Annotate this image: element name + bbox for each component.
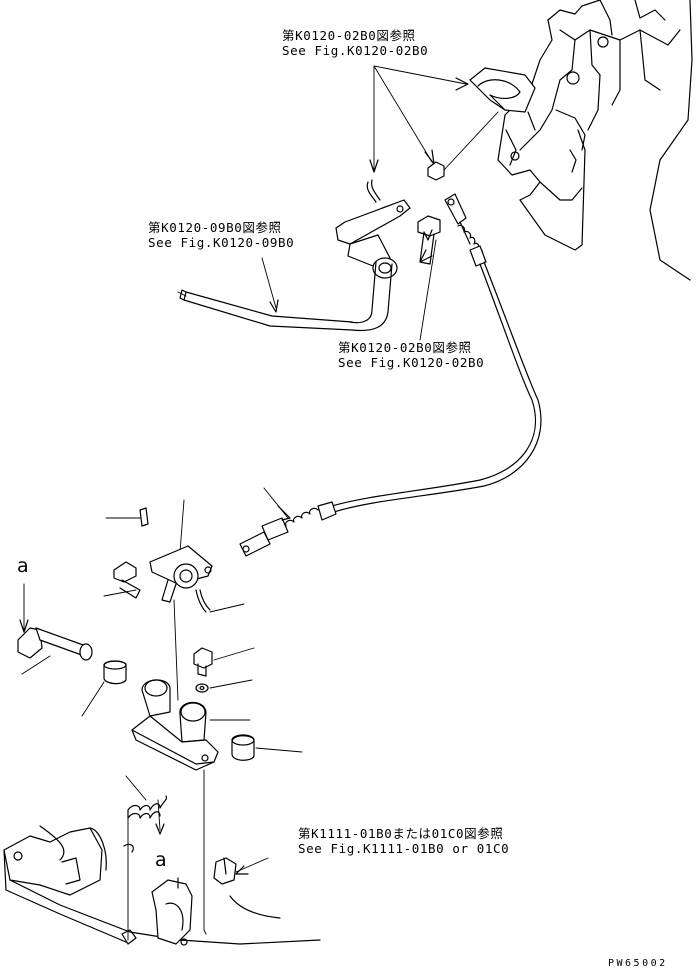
ref-en-text: See Fig.K0120-02B0 xyxy=(282,43,429,58)
ref-k0120-02b0-top: 第K0120-02B0図参照 See Fig.K0120-02B0 xyxy=(282,28,428,58)
figure-code: PW65002 xyxy=(608,958,668,969)
pedal-bracket xyxy=(469,67,536,113)
clip-bracket xyxy=(213,857,281,919)
bushing-left xyxy=(81,660,127,717)
bushing-right xyxy=(231,734,303,761)
ref-en-text: See Fig.K0120-09B0 xyxy=(148,235,295,250)
ref-ja-text: 第K1111-01B0または01C0図参照 xyxy=(298,826,504,841)
nut-top xyxy=(427,111,499,181)
pivot-bracket xyxy=(131,679,251,931)
floor-frame xyxy=(3,825,321,945)
console-frame xyxy=(497,0,693,281)
top-ref-leaders xyxy=(369,65,469,173)
bolt-washer xyxy=(193,647,255,693)
spring-hook xyxy=(121,929,137,945)
return-spring xyxy=(125,775,168,941)
callout-a-lower: a xyxy=(155,849,167,871)
pedal-arm xyxy=(335,199,411,332)
ref-ja-text: 第K0120-02B0図参照 xyxy=(338,340,472,355)
lever-group xyxy=(105,499,213,701)
pedal-rod xyxy=(177,289,353,331)
ref-en-text: See Fig.K0120-02B0 xyxy=(338,355,485,370)
lower-bracket xyxy=(151,877,193,946)
callout-a-upper-arrow xyxy=(19,583,29,633)
cable-lower-end xyxy=(239,487,337,557)
ref-k0120-02b0-mid: 第K0120-02B0図参照 See Fig.K0120-02B0 xyxy=(338,340,484,370)
cable-upper-end xyxy=(444,193,487,267)
callout-a-upper: a xyxy=(17,555,29,577)
ref-09b0-leader xyxy=(261,257,279,313)
shaft-bracket xyxy=(17,627,93,675)
cotter-pin xyxy=(366,179,381,203)
rod-end xyxy=(203,929,207,935)
ref-02b0-mid-leader xyxy=(419,249,433,263)
ref-ja-text: 第K0120-09B0図参照 xyxy=(148,220,282,235)
bolt-mid xyxy=(417,215,441,341)
clevis-pin xyxy=(103,561,141,599)
ref-ja-text: 第K0120-02B0図参照 xyxy=(282,28,416,43)
ref-en-text: See Fig.K1111-01B0 or 01C0 xyxy=(298,841,510,856)
split-pin xyxy=(195,589,245,613)
ref-k0120-09b0: 第K0120-09B0図参照 See Fig.K0120-09B0 xyxy=(148,220,294,250)
ref-k1111: 第K1111-01B0または01C0図参照 See Fig.K1111-01B0… xyxy=(298,826,509,856)
control-cable xyxy=(331,261,542,513)
